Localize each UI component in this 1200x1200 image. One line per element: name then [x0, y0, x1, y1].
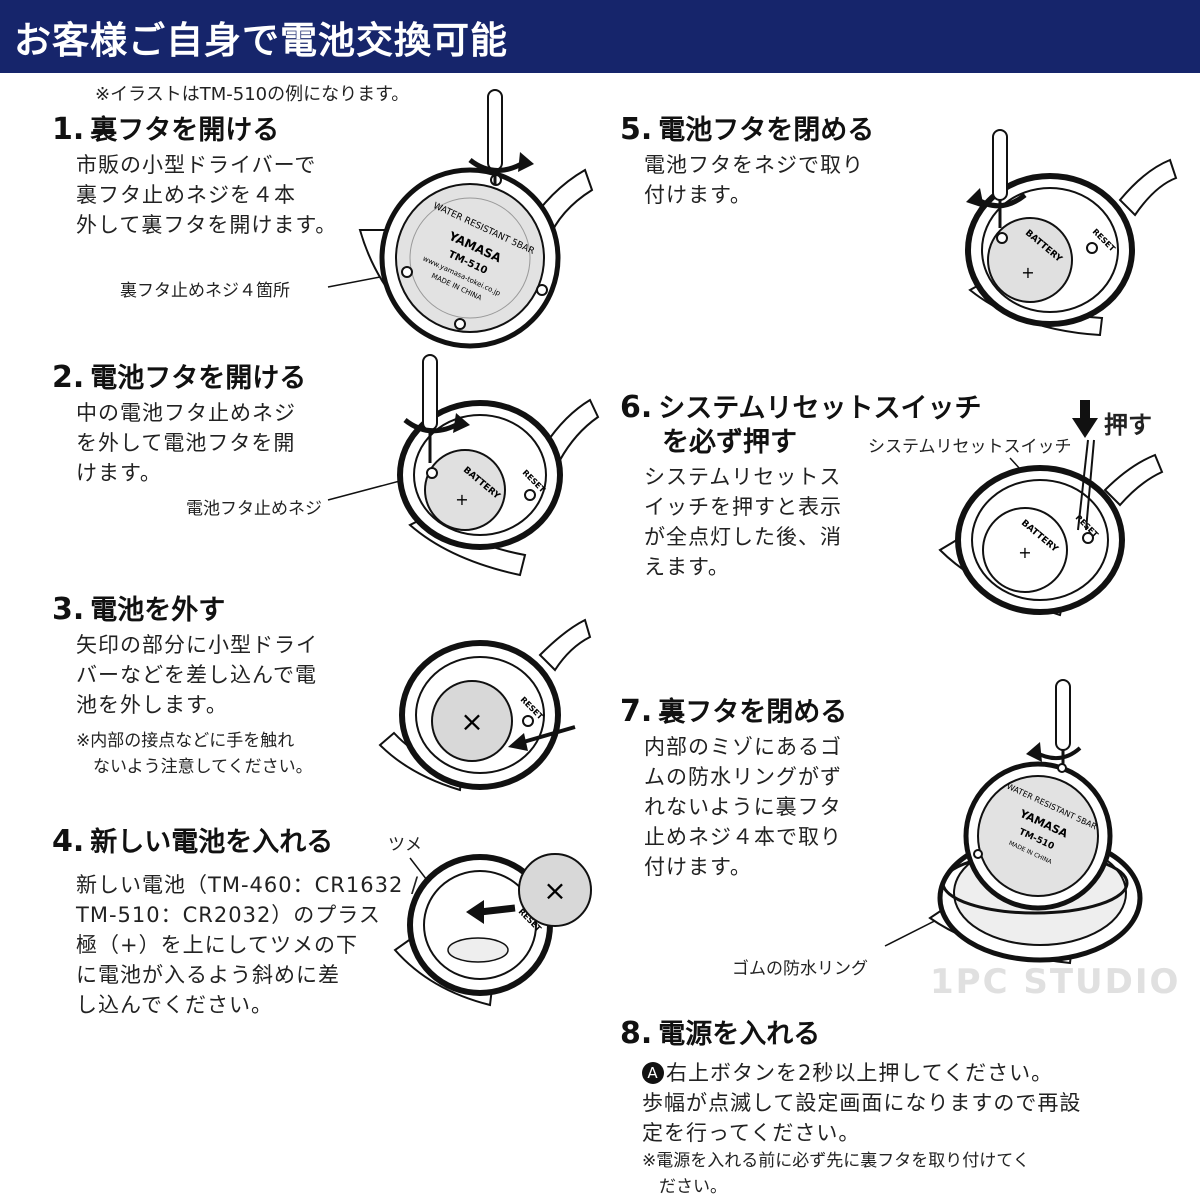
waterproof-ring-label: ゴムの防水リング — [732, 959, 868, 979]
step-7-illustration: WATER RESISTANT 5BAR YAMASA TM-510 MADE … — [884, 679, 1143, 965]
step-number: 7. — [620, 694, 653, 729]
reset-switch-label: システムリセットスイッチ — [868, 437, 1072, 457]
step-5-illustration: BATTERY + RESET — [965, 129, 1178, 337]
battery-cover-screw-label: 電池フタ止めネジ — [186, 499, 322, 519]
step-8-title: 8.電源を入れる — [620, 1012, 820, 1051]
step-number: 4. — [52, 824, 85, 859]
step-5-body: 電池フタをネジで取り 付けます。 — [644, 153, 864, 207]
press-label: 押す — [1104, 411, 1152, 439]
battery-cover — [424, 449, 506, 531]
plus-sign: + — [1021, 263, 1034, 282]
step-number: 1. — [52, 112, 85, 147]
step-6-body: システムリセットス イッチを押すと表示 が全点灯した後、消 えます。 — [644, 465, 842, 579]
step-8-note: ※電源を入れる前に必ず先に裏フタを取り付けてく ださい。 — [642, 1151, 1030, 1197]
step-6-illustration: BATTERY + RESET — [938, 400, 1164, 617]
step-title-text: 新しい電池を入れる — [90, 827, 334, 858]
insert-arrow-icon — [479, 904, 516, 916]
plus-sign: + — [1018, 543, 1031, 562]
page-title: お客様ご自身で電池交換可能 — [14, 19, 508, 62]
step-7-body: 内部のミゾにあるゴ ムの防水リングがず れないように裏フタ 止めネジ４本で取り … — [644, 735, 842, 879]
step-title-text: 電源を入れる — [658, 1019, 821, 1050]
step-6-title: 6.システムリセットスイッチ — [620, 386, 981, 425]
watermark: 1PC STUDIO — [930, 962, 1181, 1002]
step-5-title: 5.電池フタを閉める — [620, 108, 874, 147]
step-title-text: システムリセットスイッチ — [658, 393, 982, 424]
battery-cell — [431, 680, 513, 762]
step-title-text: 電池を外す — [90, 595, 226, 626]
back-cover-screws-label: 裏フタ止めネジ４箇所 — [120, 281, 290, 301]
step-7-title: 7.裏フタを閉める — [620, 690, 847, 729]
step-2-illustration: BATTERY + RESET — [327, 354, 600, 577]
press-arrow-icon — [1080, 400, 1090, 420]
step-number: 2. — [52, 360, 85, 395]
screwdriver-icon — [422, 354, 438, 431]
insert-arrow-icon — [519, 725, 576, 745]
step-1-illustration: WATER RESISTANT 5BAR YAMASA TM-510 www.y… — [327, 89, 594, 349]
step-number: 5. — [620, 112, 653, 147]
step-8-instruction: 右上ボタンを2秒以上押してください。 — [666, 1061, 1054, 1085]
step-3-note: ※内部の接点などに手を触れ ないよう注意してください。 — [76, 731, 313, 777]
step-title-text: 裏フタを閉める — [658, 697, 848, 728]
screwdriver-icon — [992, 129, 1008, 201]
header-banner: お客様ご自身で電池交換可能 — [0, 0, 1200, 73]
claw-label: ツメ — [388, 835, 422, 855]
rotate-arrow-icon — [1034, 746, 1082, 760]
plus-sign: + — [455, 490, 468, 509]
step-3-title: 3.電池を外す — [52, 588, 225, 627]
step-number: 8. — [620, 1016, 653, 1051]
step-2-title: 2.電池フタを開ける — [52, 356, 306, 395]
step-2-body: 中の電池フタ止めネジ を外して電池フタを開 けます。 — [76, 401, 296, 485]
step-3-illustration: × RESET — [378, 618, 592, 792]
step-number: 3. — [52, 592, 85, 627]
battery-cover — [987, 217, 1073, 303]
step-4-body: 新しい電池（TM-460：CR1632 / TM-510：CR2032）のプラス… — [76, 873, 420, 1017]
step-number: 6. — [620, 390, 653, 425]
step-4-title: 4.新しい電池を入れる — [52, 820, 333, 859]
screwdriver-icon — [1055, 679, 1071, 751]
button-a-icon: A — [642, 1062, 664, 1084]
step-title-text: 電池フタを開ける — [90, 363, 307, 394]
step-6-title-line2: を必ず押す — [662, 427, 797, 458]
svg-text:×: × — [543, 874, 566, 907]
new-battery-icon — [518, 853, 592, 927]
step-3-body: 矢印の部分に小型ドライ バーなどを差し込んで電 池を外します。 — [76, 633, 318, 717]
screwdriver-icon — [487, 89, 503, 171]
svg-text:×: × — [460, 705, 483, 738]
step-1-body: 市販の小型ドライバーで 裏フタ止めネジを４本 外して裏フタを開けます。 — [76, 153, 338, 237]
step-title-text: 電池フタを閉める — [658, 115, 875, 146]
reset-switch — [1082, 532, 1094, 544]
step-4-illustration: RESET × — [393, 853, 592, 1007]
step-8-body: 歩幅が点滅して設定画面になりますので再設 定を行ってください。 — [642, 1091, 1082, 1145]
illustration-note: ※イラストはTM-510の例になります。 — [95, 84, 410, 105]
step-1-title: 1.裏フタを開ける — [52, 108, 279, 147]
step-title-text: 裏フタを開ける — [90, 115, 280, 146]
